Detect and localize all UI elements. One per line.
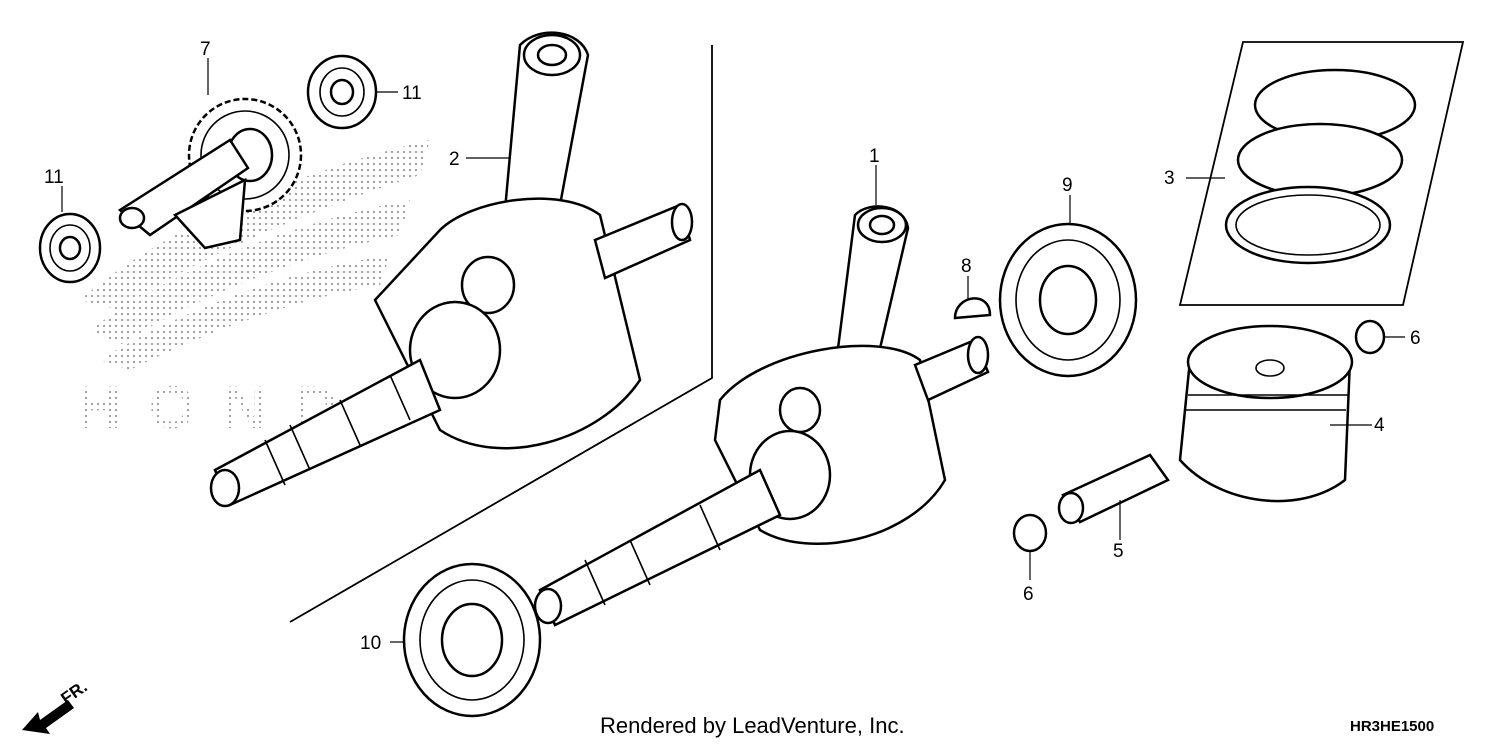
bearing-11-lower xyxy=(38,212,102,284)
callout-6-lower: 6 xyxy=(1023,584,1034,605)
callout-7: 7 xyxy=(200,39,211,60)
crankshaft-assembly-2 xyxy=(209,31,694,508)
piston-rings-3 xyxy=(1224,68,1417,265)
bearing-11-upper xyxy=(306,54,378,130)
piston-pin-5 xyxy=(1057,453,1170,525)
callout-6-upper: 6 xyxy=(1410,328,1421,349)
callout-2: 2 xyxy=(449,149,460,170)
piston-pin-clip-6-upper xyxy=(1354,319,1386,355)
callout-5: 5 xyxy=(1113,541,1124,562)
diagram-code: HR3HE1500 xyxy=(1350,718,1434,735)
callout-3: 3 xyxy=(1164,168,1175,189)
callout-11-lower: 11 xyxy=(44,167,64,188)
callout-leaders xyxy=(61,58,1405,643)
piston-pin-clip-6-lower xyxy=(1012,513,1048,553)
front-label: FR. xyxy=(57,677,90,708)
crankshaft-1 xyxy=(533,205,990,627)
front-arrow-icon xyxy=(22,700,74,734)
bearing-9 xyxy=(998,222,1138,378)
callout-8: 8 xyxy=(961,256,972,277)
callout-9: 9 xyxy=(1062,175,1073,196)
callout-4: 4 xyxy=(1374,415,1385,436)
bearing-10 xyxy=(402,562,542,718)
callout-1: 1 xyxy=(869,146,880,167)
woodruff-key-8 xyxy=(953,297,992,320)
piston-4 xyxy=(1178,324,1354,503)
callout-11-upper: 11 xyxy=(402,83,422,104)
assembly-divider xyxy=(289,45,713,623)
piston-ring-set-box xyxy=(1178,41,1465,306)
balancer-gear-7 xyxy=(117,97,303,250)
footer-credit: Rendered by LeadVenture, Inc. xyxy=(600,713,905,738)
callout-10: 10 xyxy=(360,633,381,654)
front-direction-indicator: FR. xyxy=(22,677,91,734)
